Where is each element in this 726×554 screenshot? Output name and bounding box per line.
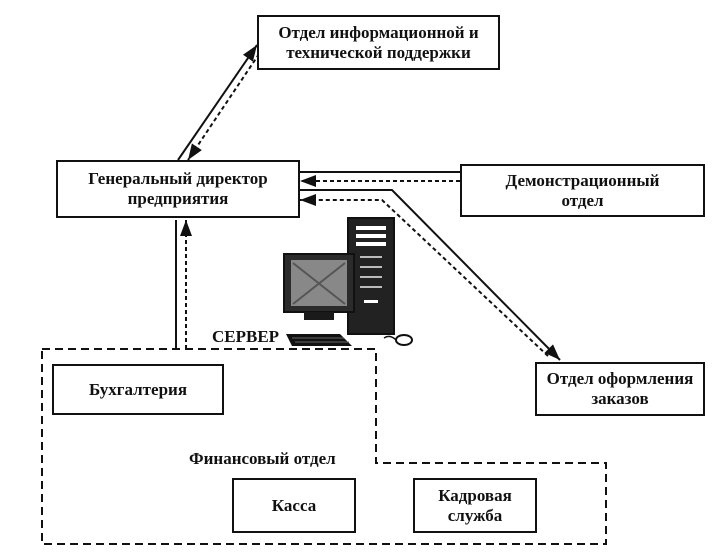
cash-box: Касса [232, 478, 356, 533]
hr-box: Кадровая служба [413, 478, 537, 533]
director-to-orders-arrow [300, 189, 561, 361]
accounting-box: Бухгалтерия [52, 364, 224, 415]
orders-department-box: Отдел оформления заказов [535, 362, 705, 416]
finance-department-boundary [41, 348, 607, 545]
director-to-it-support-arrow [177, 44, 258, 161]
it-support-department-box: Отдел информационной и технической подде… [257, 15, 500, 70]
server-label: СЕРВЕР [212, 327, 280, 346]
it-support-to-director-arrow [187, 47, 264, 161]
demo-department-box: Демонстрационный отдел [460, 164, 705, 217]
server-computer-icon [283, 217, 413, 346]
finance-department-label: Финансовый отдел [189, 449, 336, 468]
orders-to-director-arrow [300, 194, 549, 357]
director-box: Генеральный директор предприятия [56, 160, 300, 218]
